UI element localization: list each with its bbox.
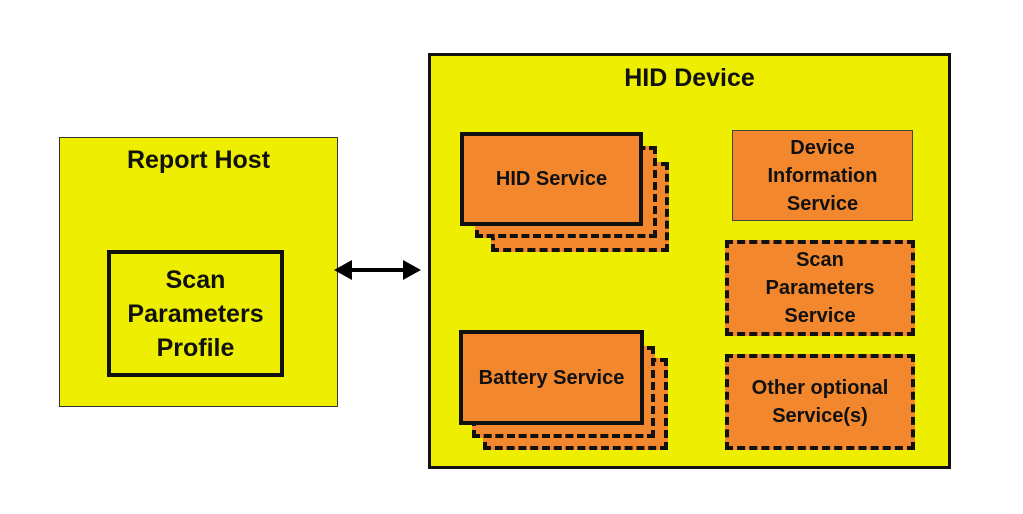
other-optional-line-2: Service(s): [772, 405, 868, 427]
profile-line-3: Profile: [156, 333, 235, 362]
hid-service-label: HID Service: [495, 168, 608, 190]
scan-params-line-3: Service: [784, 305, 856, 327]
battery-service-box: Battery Service: [459, 330, 644, 425]
device-info-line-3: Service: [786, 192, 859, 215]
device-information-service-box: Device Information Service: [732, 130, 913, 221]
other-optional-line-1: Other optional: [751, 377, 889, 399]
scan-params-line-2: Parameters: [765, 277, 875, 299]
arrow-head-right: [403, 260, 421, 280]
scan-params-line-1: Scan: [796, 249, 844, 271]
scan-parameters-service-box: Scan Parameters Service: [725, 240, 915, 336]
hid-device-title: HID Device: [624, 64, 755, 92]
profile-line-1: Scan: [165, 265, 226, 294]
profile-line-2: Parameters: [127, 299, 264, 328]
scan-parameters-profile-box: Scan Parameters Profile: [107, 250, 284, 377]
device-info-line-2: Information: [767, 164, 878, 187]
device-info-line-1: Device: [790, 136, 855, 159]
hid-service-box: HID Service: [460, 132, 643, 226]
battery-service-label: Battery Service: [478, 366, 625, 389]
other-optional-services-box: Other optional Service(s): [725, 354, 915, 450]
report-host-title: Report Host: [126, 146, 271, 174]
report-host-box: Report Host Scan Parameters Profile: [59, 137, 338, 407]
